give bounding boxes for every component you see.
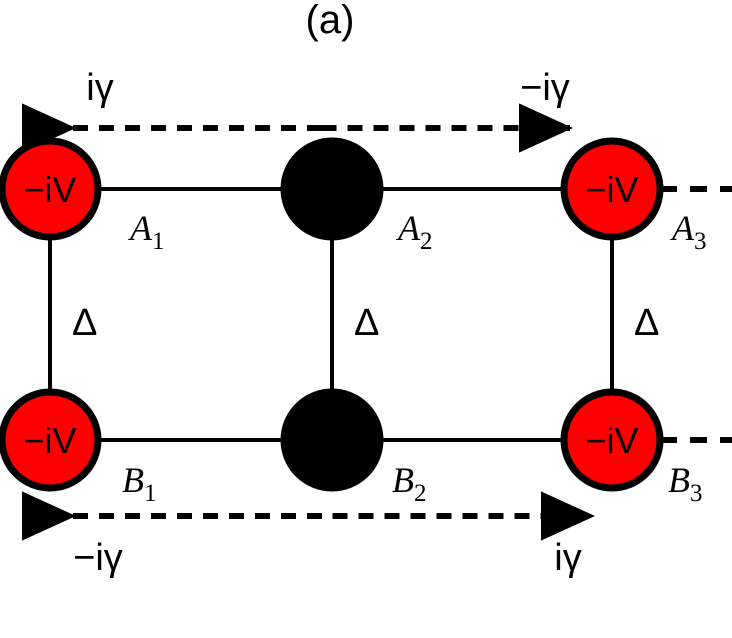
top-hopping-arrow: iγ −iγ	[22, 67, 573, 153]
bottom-right-hopping-label: iγ	[554, 537, 581, 579]
node-a2-circle[interactable]	[280, 137, 384, 241]
node-a1-site-label: A1	[128, 208, 165, 255]
top-right-hopping-label: −iγ	[520, 67, 570, 109]
node-a3[interactable]: −iV A3	[560, 137, 707, 255]
node-b1-site-label: B1	[122, 460, 157, 507]
node-b3-inner-label: −iV	[585, 420, 638, 461]
node-b1-circle[interactable]	[0, 388, 102, 492]
top-left-hopping-label: iγ	[86, 67, 113, 109]
continuation-dashes-group	[660, 186, 732, 443]
vertical-coupling-labels-group: Δ Δ Δ	[72, 302, 659, 344]
node-a2[interactable]: A2	[280, 137, 433, 255]
node-b2-circle[interactable]	[280, 388, 384, 492]
coupling-label-delta-2: Δ	[354, 302, 379, 344]
node-a2-site-label: A2	[396, 208, 433, 255]
node-b3-circle[interactable]	[560, 388, 664, 492]
node-b2-site-label: B2	[392, 460, 427, 507]
node-b1[interactable]: −iV B1	[0, 388, 157, 507]
node-b3-site-label: B3	[668, 460, 703, 507]
bottom-left-hopping-label: −iγ	[73, 537, 123, 579]
node-a3-inner-label: −iV	[585, 169, 638, 210]
node-b3[interactable]: −iV B3	[560, 388, 703, 507]
hopping-arrows-group: iγ −iγ −iγ iγ	[22, 67, 595, 579]
bottom-hopping-arrow: −iγ iγ	[22, 491, 595, 579]
node-b2[interactable]: B2	[280, 388, 427, 507]
node-a3-site-label: A3	[670, 208, 707, 255]
panel-title: (a)	[306, 0, 355, 42]
node-a1[interactable]: −iV A1	[0, 137, 165, 255]
coupling-label-delta-3: Δ	[634, 302, 659, 344]
nodes-group: −iV A1 A2 −iV A3	[0, 137, 707, 507]
node-b1-inner-label: −iV	[23, 420, 76, 461]
node-a3-circle[interactable]	[560, 137, 664, 241]
coupling-label-delta-1: Δ	[72, 302, 97, 344]
node-a1-inner-label: −iV	[23, 169, 76, 210]
